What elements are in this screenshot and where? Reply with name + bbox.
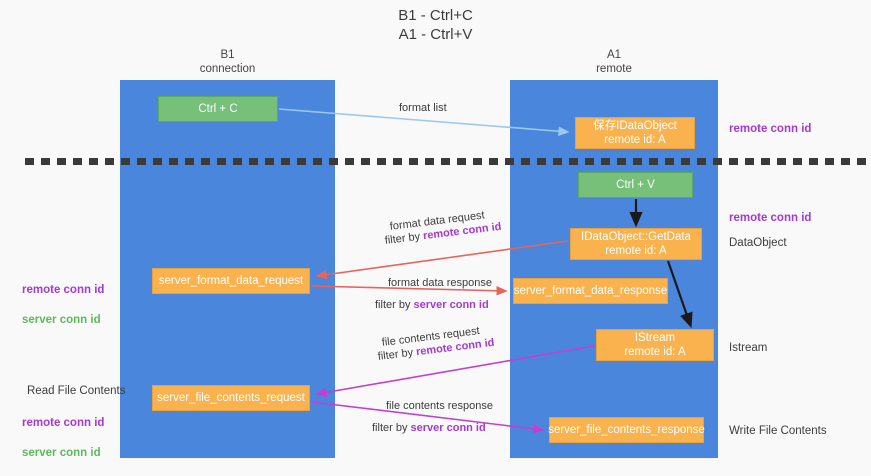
node-idataobject-getdata[interactable]: IDataObject::GetData remote id: A [570,228,702,260]
annotation-remote-conn-id-top: remote conn id [729,123,812,135]
column-header-b1: B1 connection [199,49,256,75]
filter-prefix: filter by [384,230,424,247]
annotation-server-conn-id-2: server conn id [22,447,101,459]
filter-key-server-conn-id: server conn id [413,299,489,311]
dashed-divider [25,158,871,165]
page-title: B1 - Ctrl+C A1 - Ctrl+V [398,7,473,43]
filter-prefix: filter by [377,346,417,363]
edge-label-format-data-response-line2: filter by server conn id [375,298,489,312]
filter-prefix: filter by [372,422,411,434]
node-ctrl-v[interactable]: Ctrl + V [578,172,693,198]
column-header-a1: A1 remote [596,49,632,75]
node-istream[interactable]: IStream remote id: A [596,329,714,361]
annotation-istream: Istream [729,342,768,354]
edge-label-file-contents-response-line1: file contents response [386,400,494,412]
annotation-left-conn-ids-1: remote conn id server conn id [22,268,104,343]
annotation-dataobject: DataObject [729,237,787,249]
edge-label-file-contents-response-line2: filter by server conn id [372,421,486,435]
annotation-remote-conn-id-1: remote conn id [22,284,105,296]
filter-key-server-conn-id: server conn id [410,422,486,434]
node-server-file-contents-request[interactable]: server_file_contents_request [152,385,310,411]
annotation-server-conn-id-1: server conn id [22,314,101,326]
annotation-left-conn-ids-2: remote conn id server conn id [22,401,104,476]
annotation-write-file-contents: Write File Contents [729,425,827,437]
node-ctrl-c[interactable]: Ctrl + C [158,96,278,122]
edge-label-format-data-response-line1: format data response [388,277,492,289]
annotation-remote-conn-id-2: remote conn id [22,417,105,429]
node-server-format-data-response[interactable]: server_format_data_response [513,278,668,304]
annotation-remote-conn-id-mid: remote conn id [729,212,812,224]
node-idataobject[interactable]: 保存IDataObject remote id: A [575,117,695,149]
edge-label-format-list: format list [399,102,447,114]
annotation-read-file-contents: Read File Contents [27,385,126,397]
node-server-file-contents-response[interactable]: server_file_contents_response [548,417,705,443]
node-server-format-data-request[interactable]: server_format_data_request [152,268,310,294]
filter-prefix: filter by [375,299,414,311]
